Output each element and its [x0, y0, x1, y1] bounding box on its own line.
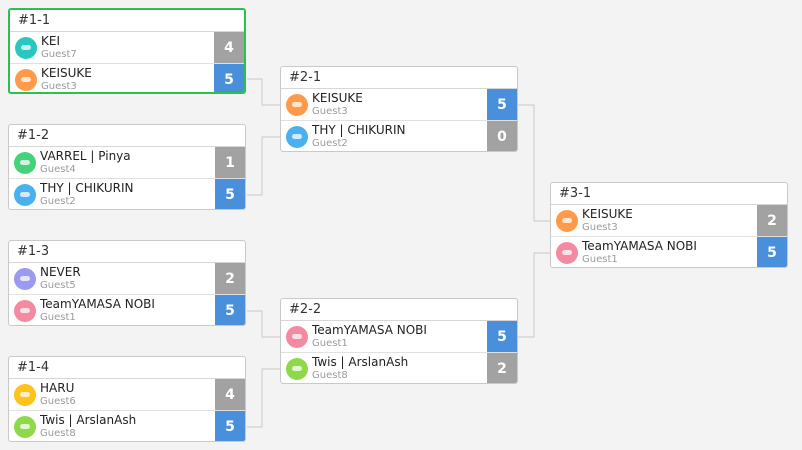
player-row[interactable]: THY | CHIKURIN Guest2 0: [281, 121, 517, 151]
guest-label: Guest2: [40, 196, 76, 207]
player-row[interactable]: Twis | ArslanAsh Guest8 5: [9, 411, 245, 441]
player-row[interactable]: NEVER Guest5 2: [9, 263, 245, 295]
player-name: KEISUKE: [312, 91, 363, 105]
guest-label: Guest1: [582, 254, 618, 265]
guest-label: Guest3: [41, 81, 77, 92]
player-name: TeamYAMASA NOBI: [582, 239, 697, 253]
match-title: #1-4: [9, 357, 245, 379]
blue-avatar-icon: [14, 184, 36, 206]
connector-1-1-to-2-1: [247, 78, 280, 106]
orange-avatar-icon: [15, 69, 37, 91]
score-badge: 5: [757, 237, 787, 267]
match-card-2-2[interactable]: #2-2 TeamYAMASA NOBI Guest1 5 Twis | Ars…: [280, 298, 518, 384]
match-title: #2-2: [281, 299, 517, 321]
orange-avatar-icon: [286, 94, 308, 116]
guest-label: Guest1: [40, 312, 76, 323]
pink-avatar-icon: [286, 326, 308, 348]
score-badge: 4: [214, 32, 244, 63]
player-row[interactable]: THY | CHIKURIN Guest2 5: [9, 179, 245, 209]
match-card-3-1[interactable]: #3-1 KEISUKE Guest3 2 TeamYAMASA NOBI Gu…: [550, 182, 788, 268]
player-name: NEVER: [40, 265, 81, 279]
player-row[interactable]: Twis | ArslanAsh Guest8 2: [281, 353, 517, 383]
guest-label: Guest8: [40, 428, 76, 439]
pink-avatar-icon: [14, 300, 36, 322]
player-row[interactable]: KEISUKE Guest3 5: [281, 89, 517, 121]
guest-label: Guest1: [312, 338, 348, 349]
lime-avatar-icon: [286, 358, 308, 380]
score-badge: 4: [215, 379, 245, 410]
player-row[interactable]: HARU Guest6 4: [9, 379, 245, 411]
player-name: TeamYAMASA NOBI: [40, 297, 155, 311]
guest-label: Guest6: [40, 396, 76, 407]
guest-label: Guest8: [312, 370, 348, 381]
guest-label: Guest2: [312, 138, 348, 149]
connector-1-3-to-2-2: [247, 310, 280, 338]
player-row[interactable]: TeamYAMASA NOBI Guest1 5: [281, 321, 517, 353]
connector-1-2-to-2-1: [247, 136, 280, 196]
score-badge: 5: [215, 295, 245, 325]
match-title: #1-1: [10, 10, 244, 32]
player-name: Twis | ArslanAsh: [312, 355, 409, 369]
guest-label: Guest7: [41, 49, 77, 60]
match-title: #2-1: [281, 67, 517, 89]
player-row[interactable]: KEI Guest7 4: [10, 32, 244, 64]
pink-avatar-icon: [556, 242, 578, 264]
score-badge: 5: [487, 321, 517, 352]
match-card-2-1[interactable]: #2-1 KEISUKE Guest3 5 THY | CHIKURIN Gue…: [280, 66, 518, 152]
player-name: TeamYAMASA NOBI: [312, 323, 427, 337]
score-badge: 1: [215, 147, 245, 178]
green-avatar-icon: [14, 152, 36, 174]
score-badge: 5: [214, 64, 244, 92]
player-name: Twis | ArslanAsh: [40, 413, 137, 427]
player-name: VARREL | Pinya: [40, 149, 131, 163]
match-title: #1-3: [9, 241, 245, 263]
guest-label: Guest4: [40, 164, 76, 175]
player-row[interactable]: TeamYAMASA NOBI Guest1 5: [9, 295, 245, 325]
player-row[interactable]: TeamYAMASA NOBI Guest1 5: [551, 237, 787, 267]
score-badge: 2: [487, 353, 517, 383]
guest-label: Guest5: [40, 280, 76, 291]
player-row[interactable]: VARREL | Pinya Guest4 1: [9, 147, 245, 179]
player-name: KEI: [41, 34, 60, 48]
player-name: THY | CHIKURIN: [312, 123, 406, 137]
match-card-1-3[interactable]: #1-3 NEVER Guest5 2 TeamYAMASA NOBI Gues…: [8, 240, 246, 326]
purple-avatar-icon: [14, 268, 36, 290]
match-card-1-1[interactable]: #1-1 KEI Guest7 4 KEISUKE Guest3 5: [8, 8, 246, 94]
match-title: #3-1: [551, 183, 787, 205]
score-badge: 5: [487, 89, 517, 120]
player-name: KEISUKE: [41, 66, 92, 80]
player-name: KEISUKE: [582, 207, 633, 221]
connector-2-2-to-3-1: [518, 252, 550, 338]
match-card-1-2[interactable]: #1-2 VARREL | Pinya Guest4 1 THY | CHIKU…: [8, 124, 246, 210]
blue-avatar-icon: [286, 126, 308, 148]
yellow-avatar-icon: [14, 384, 36, 406]
orange-avatar-icon: [556, 210, 578, 232]
score-badge: 5: [215, 411, 245, 441]
score-badge: 5: [215, 179, 245, 209]
match-card-1-4[interactable]: #1-4 HARU Guest6 4 Twis | ArslanAsh Gues…: [8, 356, 246, 442]
guest-label: Guest3: [312, 106, 348, 117]
player-name: THY | CHIKURIN: [40, 181, 134, 195]
player-row[interactable]: KEISUKE Guest3 2: [551, 205, 787, 237]
player-row[interactable]: KEISUKE Guest3 5: [10, 64, 244, 92]
guest-label: Guest3: [582, 222, 618, 233]
score-badge: 0: [487, 121, 517, 151]
teal-avatar-icon: [15, 37, 37, 59]
connector-2-1-to-3-1: [518, 104, 550, 222]
score-badge: 2: [215, 263, 245, 294]
score-badge: 2: [757, 205, 787, 236]
player-name: HARU: [40, 381, 75, 395]
connector-1-4-to-2-2: [247, 368, 280, 428]
match-title: #1-2: [9, 125, 245, 147]
lime-avatar-icon: [14, 416, 36, 438]
